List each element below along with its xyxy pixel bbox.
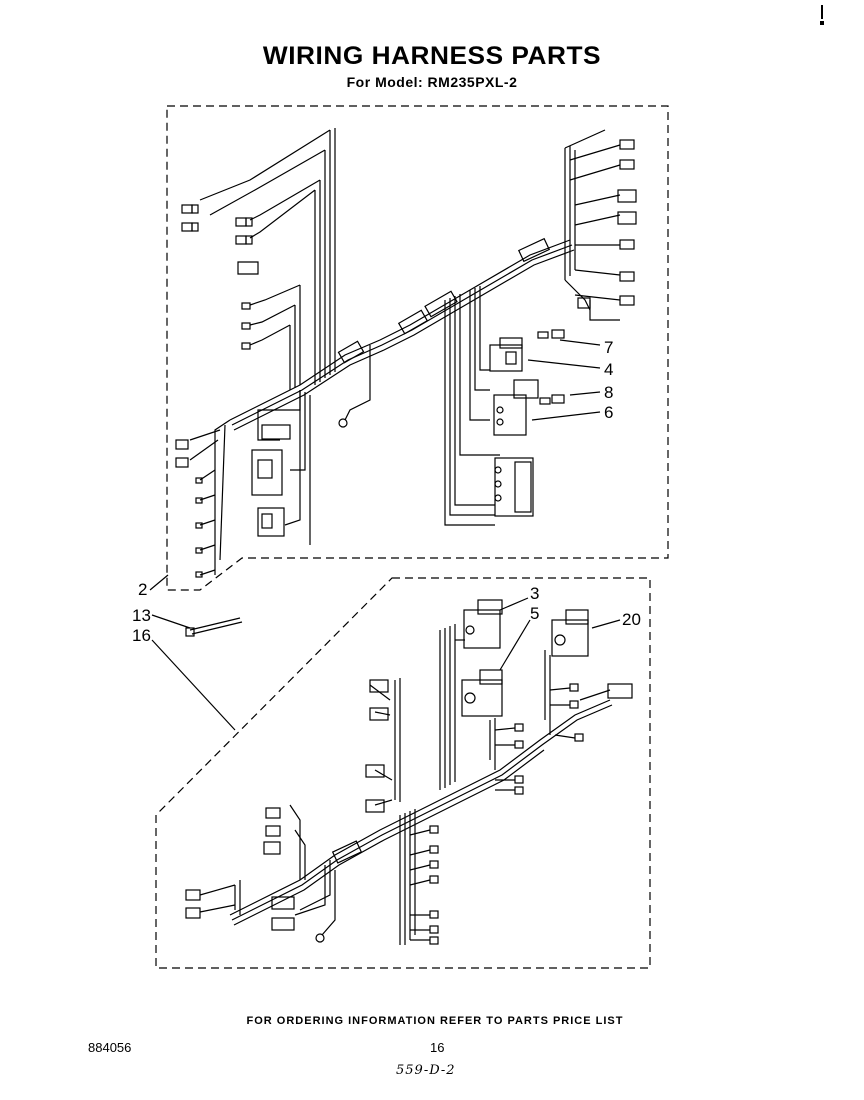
handwritten-code: 559-D-2	[396, 1063, 456, 1078]
page-number: 16	[430, 1040, 445, 1055]
lower-harness-trunk	[229, 699, 613, 926]
upper-harness-trunk	[229, 237, 575, 431]
leader-16	[151, 639, 236, 731]
page-title: WIRING HARNESS PARTS	[262, 42, 602, 70]
upper-left-bundle	[189, 128, 371, 576]
callout-2: 2	[138, 580, 148, 599]
upper-right-bundle	[564, 129, 637, 321]
part-13-cable-tie	[151, 614, 243, 637]
lower-right-bundle	[439, 599, 633, 795]
lower-leader-lines	[499, 597, 621, 671]
model-subtitle: For Model: RM235PXL-2	[346, 74, 518, 90]
callout-4: 4	[604, 360, 614, 379]
upper-center-bundle	[444, 286, 565, 526]
margin-mark	[820, 5, 824, 25]
callout-16: 16	[132, 626, 151, 645]
callout-7: 7	[604, 338, 614, 357]
lower-mid-bundle	[365, 678, 439, 945]
callout-20: 20	[622, 610, 641, 629]
callout-8: 8	[604, 383, 614, 402]
document-number: 884056	[88, 1040, 132, 1055]
callout-3: 3	[530, 584, 540, 603]
callout-13: 13	[132, 606, 151, 625]
callout-6: 6	[604, 403, 614, 422]
lower-harness-boundary	[155, 577, 651, 969]
callout-5: 5	[530, 604, 540, 623]
upper-left-connectors	[175, 204, 291, 578]
upper-harness-boundary	[166, 105, 669, 591]
lower-left-connectors	[185, 804, 336, 943]
ordering-information-note: FOR ORDERING INFORMATION REFER TO PARTS …	[246, 1015, 624, 1027]
upper-leader-lines	[149, 339, 601, 591]
